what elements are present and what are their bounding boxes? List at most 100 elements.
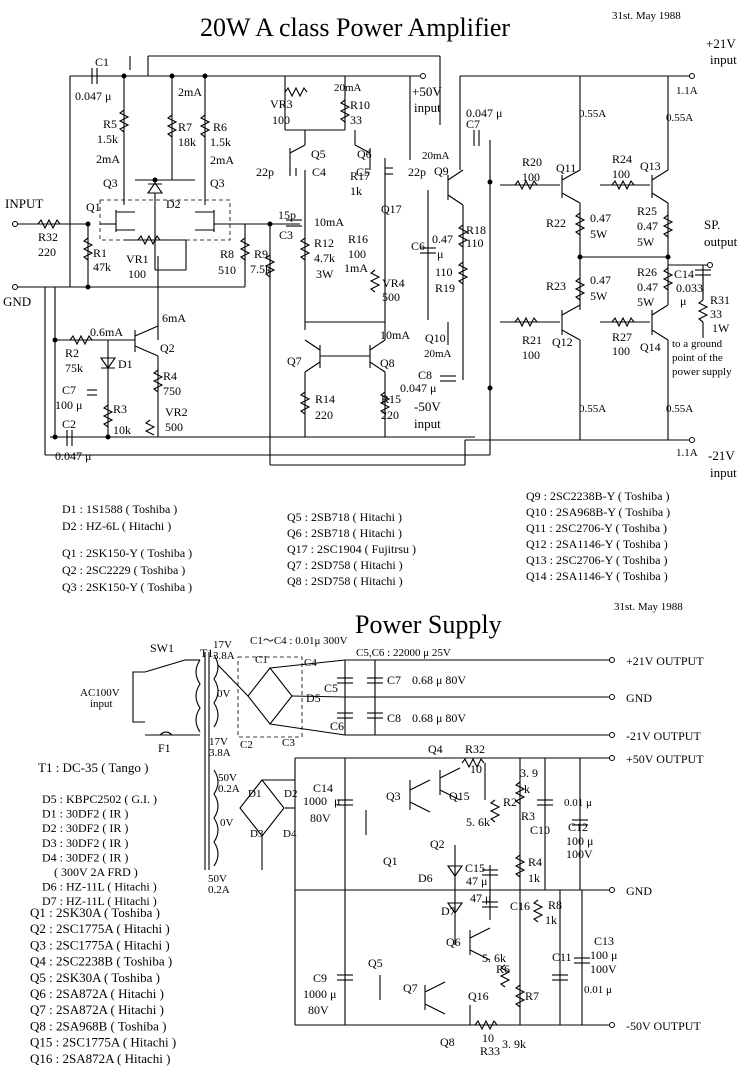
svg-text:100 μ: 100 μ [566, 834, 593, 848]
part-entry: D7 : HZ-11L ( Hitachi ) [42, 894, 157, 908]
svg-text:VR1: VR1 [126, 252, 149, 266]
svg-text:output: output [704, 234, 738, 249]
svg-text:1k: 1k [350, 184, 362, 198]
svg-text:10: 10 [470, 762, 482, 776]
svg-text:2mA: 2mA [210, 153, 234, 167]
svg-text:100: 100 [612, 344, 630, 358]
svg-text:0.047 μ: 0.047 μ [400, 381, 436, 395]
svg-text:0.01 μ: 0.01 μ [584, 984, 612, 996]
svg-text:R19: R19 [435, 281, 455, 295]
part-entry: Q5 : 2SB718 ( Hitachi ) [287, 510, 402, 524]
part-entry: Q1 : 2SK30A ( Toshiba ) [30, 905, 160, 920]
part-entry: Q13 : 2SC2706-Y ( Toshiba ) [526, 553, 668, 567]
svg-text:to a ground: to a ground [672, 338, 723, 350]
svg-text:R3: R3 [113, 402, 127, 416]
svg-text:Q15: Q15 [449, 789, 470, 803]
svg-text:17V: 17V [209, 736, 228, 748]
part-entry: D2 : HZ-6L ( Hitachi ) [62, 519, 171, 533]
part-entry: D5 : KBPC2502 ( G.I. ) [42, 792, 157, 806]
svg-text:C3: C3 [282, 737, 295, 749]
svg-text:0.47: 0.47 [590, 211, 611, 225]
svg-text:R22: R22 [546, 216, 566, 230]
svg-text:R25: R25 [637, 204, 657, 218]
svg-text:C8: C8 [418, 368, 432, 382]
svg-text:2mA: 2mA [178, 85, 202, 99]
svg-text:input: input [90, 698, 113, 710]
svg-text:Q9: Q9 [434, 164, 449, 178]
svg-text:750: 750 [163, 384, 181, 398]
part-entry: Q10 : 2SA968B-Y ( Toshiba ) [526, 505, 670, 519]
svg-text:0.55A: 0.55A [579, 403, 606, 415]
svg-text:R21: R21 [522, 333, 542, 347]
out-gnd2: GND [626, 884, 652, 898]
svg-text:2mA: 2mA [96, 152, 120, 166]
svg-text:C2: C2 [62, 417, 76, 431]
svg-text:C5: C5 [324, 681, 338, 695]
svg-text:Q3: Q3 [210, 176, 225, 190]
svg-text:R7: R7 [525, 989, 539, 1003]
svg-text:100: 100 [348, 247, 366, 261]
svg-text:C5: C5 [356, 165, 370, 179]
rail-pos21-label: +21V [706, 36, 736, 51]
out-neg21: -21V OUTPUT [626, 729, 701, 743]
part-entry: Q17 : 2SC1904 ( Fujitrsu ) [287, 542, 416, 556]
ps-date: 31st. May 1988 [614, 601, 683, 613]
svg-text:0.047 μ: 0.047 μ [466, 106, 502, 120]
svg-text:0.2A: 0.2A [218, 783, 240, 795]
amp-title: 20W A class Power Amplifier [200, 13, 510, 42]
svg-text:C8: C8 [387, 711, 401, 725]
svg-text:1.5k: 1.5k [210, 135, 231, 149]
svg-text:100: 100 [128, 267, 146, 281]
svg-text:C1: C1 [255, 654, 268, 666]
power-supply-schematic: Power Supply 31st. May 1988 +21V OUTPUT … [80, 601, 704, 1058]
part-entry: Q2 : 2SC1775A ( Hitachi ) [30, 921, 170, 936]
svg-text:220: 220 [381, 408, 399, 422]
svg-text:R12: R12 [314, 236, 334, 250]
svg-text:C6: C6 [330, 719, 344, 733]
input-label: INPUT [5, 196, 43, 211]
svg-text:C14: C14 [674, 267, 694, 281]
svg-text:R5: R5 [103, 117, 117, 131]
svg-text:C15: C15 [465, 861, 485, 875]
svg-text:Q2: Q2 [160, 341, 175, 355]
svg-text:1000: 1000 [303, 794, 327, 808]
svg-text:0V: 0V [217, 688, 231, 700]
svg-text:R20: R20 [522, 155, 542, 169]
part-entry: Q3 : 2SC1775A ( Hitachi ) [30, 937, 170, 952]
svg-text:100 μ: 100 μ [55, 398, 82, 412]
part-entry: Q8 : 2SA968B ( Toshiba ) [30, 1018, 166, 1033]
svg-text:5W: 5W [590, 227, 608, 241]
svg-text:Q17: Q17 [381, 202, 402, 216]
svg-text:Q4: Q4 [428, 742, 443, 756]
svg-text:1mA: 1mA [344, 261, 368, 275]
svg-text:C7: C7 [387, 673, 401, 687]
svg-text:R18: R18 [466, 223, 486, 237]
svg-text:0.01 μ: 0.01 μ [564, 797, 592, 809]
svg-text:Q5: Q5 [368, 956, 383, 970]
part-entry: Q2 : 2SC2229 ( Toshiba ) [62, 563, 185, 577]
svg-text:100: 100 [272, 113, 290, 127]
svg-text:Q2: Q2 [430, 837, 445, 851]
svg-text:7.5k: 7.5k [250, 262, 271, 276]
svg-text:T1: T1 [200, 646, 213, 660]
svg-text:R26: R26 [637, 265, 657, 279]
svg-text:R8: R8 [548, 898, 562, 912]
svg-text:VR3: VR3 [270, 97, 293, 111]
svg-text:Q10: Q10 [425, 331, 446, 345]
part-entry: Q4 : 2SC2238B ( Toshiba ) [30, 954, 172, 969]
amp-date: 31st. May 1988 [612, 10, 681, 22]
svg-text:R32: R32 [38, 230, 58, 244]
svg-text:20mA: 20mA [424, 348, 452, 360]
svg-text:1.1A: 1.1A [676, 85, 698, 97]
part-entry: Q11 : 2SC2706-Y ( Toshiba ) [526, 521, 667, 535]
svg-text:80V: 80V [310, 811, 331, 825]
svg-text:Q5: Q5 [311, 147, 326, 161]
svg-text:20mA: 20mA [422, 150, 450, 162]
svg-text:R33: R33 [480, 1044, 500, 1058]
svg-text:D3: D3 [250, 828, 264, 840]
svg-text:Q1: Q1 [383, 854, 398, 868]
svg-text:R31: R31 [710, 293, 730, 307]
part-entry: Q16 : 2SA872A ( Hitachi ) [30, 1051, 170, 1066]
svg-text:5. 6k: 5. 6k [466, 815, 490, 829]
